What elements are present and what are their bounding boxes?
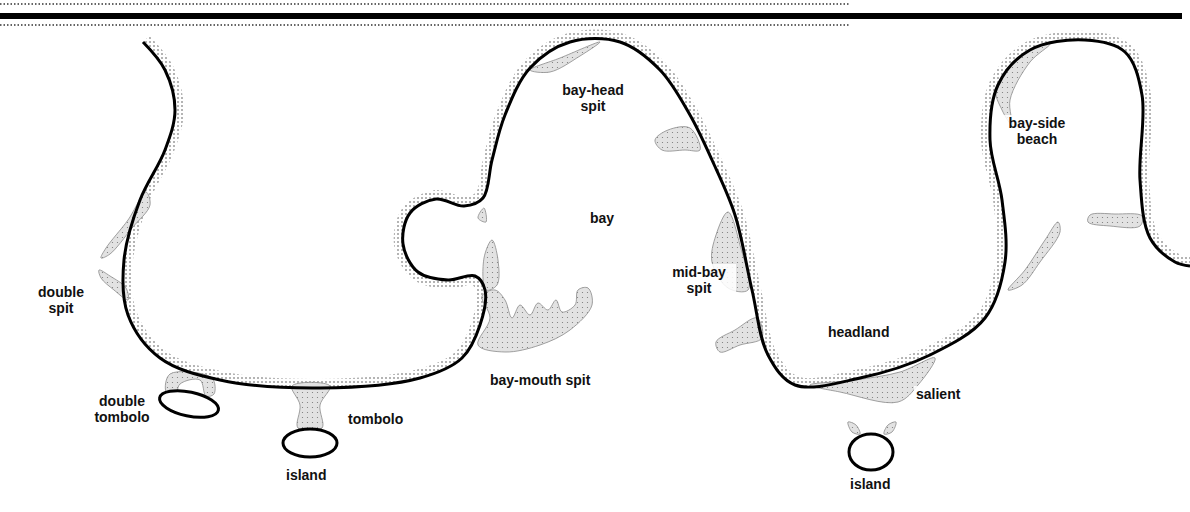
feature-label: bay-mouth spit — [488, 372, 592, 388]
rule-bar — [0, 13, 1182, 19]
feature-label: salient — [914, 386, 962, 402]
feature-label: mid-bay spit — [662, 264, 736, 296]
island-shape — [283, 429, 337, 457]
feature-label: bay — [588, 210, 616, 226]
spit-deposit — [478, 287, 593, 352]
feature-label: bay-side beach — [996, 115, 1078, 147]
feature-label: double spit — [28, 284, 94, 316]
feature-label: tombolo — [346, 411, 405, 427]
land-stipple — [123, 39, 1190, 388]
feature-label: island — [284, 467, 328, 483]
coastline — [123, 39, 1190, 388]
feature-label: island — [848, 476, 892, 492]
spit-deposit — [292, 382, 331, 431]
island-shape — [157, 386, 221, 422]
feature-label: bay-head spit — [553, 82, 633, 114]
spit-deposit — [848, 422, 860, 435]
spit-deposit — [884, 422, 896, 435]
spit-deposit — [483, 240, 499, 290]
spit-deposit — [655, 127, 700, 152]
feature-label: headland — [826, 324, 891, 340]
rule-dotted — [0, 24, 850, 26]
spit-deposit — [478, 208, 487, 222]
rule-dotted — [0, 3, 850, 5]
spit-deposit — [1088, 213, 1143, 227]
spit-deposit — [1008, 222, 1060, 290]
feature-label: double tombolo — [86, 393, 158, 425]
spit-deposit — [716, 318, 763, 353]
island-shape — [849, 434, 893, 470]
